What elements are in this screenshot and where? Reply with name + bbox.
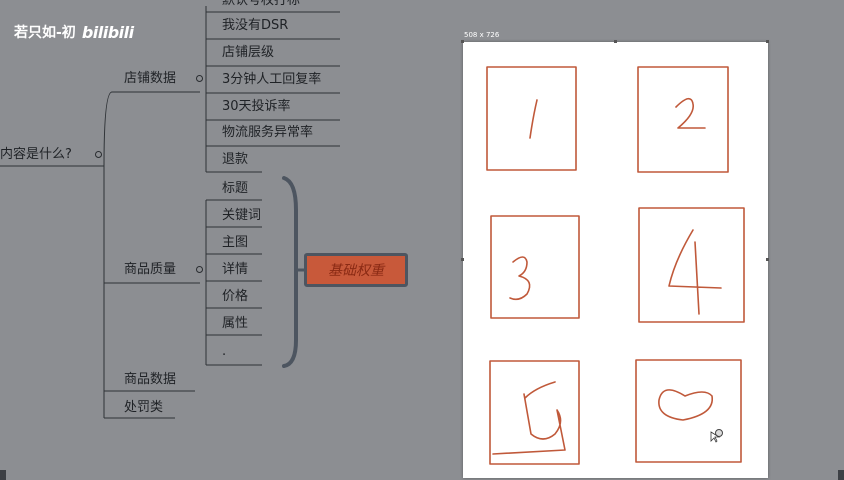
drawing-canvas[interactable] (461, 40, 769, 478)
digit-box-5 (489, 360, 580, 465)
digit-box-0 (635, 359, 742, 463)
digit-5-stroke (492, 381, 566, 455)
canvas-drawing (486, 66, 745, 465)
digit-3-stroke (509, 256, 531, 301)
leaf-item[interactable]: 店铺层级 (222, 45, 275, 60)
watermark-text: 若只如-初 (14, 25, 76, 41)
digit-2-stroke (675, 97, 706, 129)
eraser-cursor-icon (710, 429, 723, 443)
corner-mark (0, 470, 6, 480)
collapse-toggle-icon[interactable] (196, 266, 203, 273)
digit-box-4 (638, 207, 745, 323)
leaf-item[interactable]: 3分钟人工回复率 (222, 72, 322, 87)
leaf-item[interactable]: 物流服务异常率 (222, 125, 314, 140)
resize-handle[interactable] (766, 258, 769, 261)
resize-handle[interactable] (461, 258, 464, 261)
leaf-item[interactable]: 价格 (222, 289, 249, 304)
digit-box-2 (637, 66, 729, 173)
collapse-toggle-icon[interactable] (196, 75, 203, 82)
leaf-item[interactable]: 标题 (222, 181, 249, 196)
canvas-size-label: 508 x 726 (464, 31, 500, 39)
digit-box-1 (486, 66, 577, 171)
watermark: 若只如-初 bilibili (14, 22, 134, 42)
leaf-item[interactable]: 属性 (222, 316, 249, 331)
digit-1-stroke (529, 99, 538, 139)
digit-4-stroke (668, 229, 722, 315)
branch-store-data[interactable]: 店铺数据 (124, 71, 177, 86)
branch-product-quality[interactable]: 商品质量 (124, 262, 177, 277)
leaf-item[interactable]: 我没有DSR (222, 18, 289, 33)
leaf-item[interactable]: 主图 (222, 235, 249, 250)
leaf-item[interactable]: 退款 (222, 152, 249, 167)
leaf-item[interactable]: 默认号权打标 (222, 0, 301, 8)
resize-handle[interactable] (766, 40, 769, 43)
digit-0-stroke (658, 389, 714, 421)
branch-penalty[interactable]: 处罚类 (124, 400, 164, 415)
collapse-toggle-icon[interactable] (95, 151, 102, 158)
bilibili-logo: bilibili (81, 22, 134, 42)
leaf-item[interactable]: . (222, 344, 227, 359)
branch-product-data[interactable]: 商品数据 (124, 372, 177, 387)
resize-handle[interactable] (461, 40, 464, 43)
digit-box-3 (490, 215, 580, 319)
leaf-item[interactable]: 详情 (222, 262, 249, 277)
leaf-item[interactable]: 关键词 (222, 208, 262, 223)
leaf-item[interactable]: 30天投诉率 (222, 99, 291, 114)
highlight-node[interactable]: 基础权重 (304, 253, 408, 287)
resize-handle[interactable] (614, 40, 617, 43)
root-node[interactable]: 内容是什么? (0, 147, 72, 162)
highlight-node-label: 基础权重 (328, 263, 384, 279)
corner-mark (838, 470, 844, 480)
